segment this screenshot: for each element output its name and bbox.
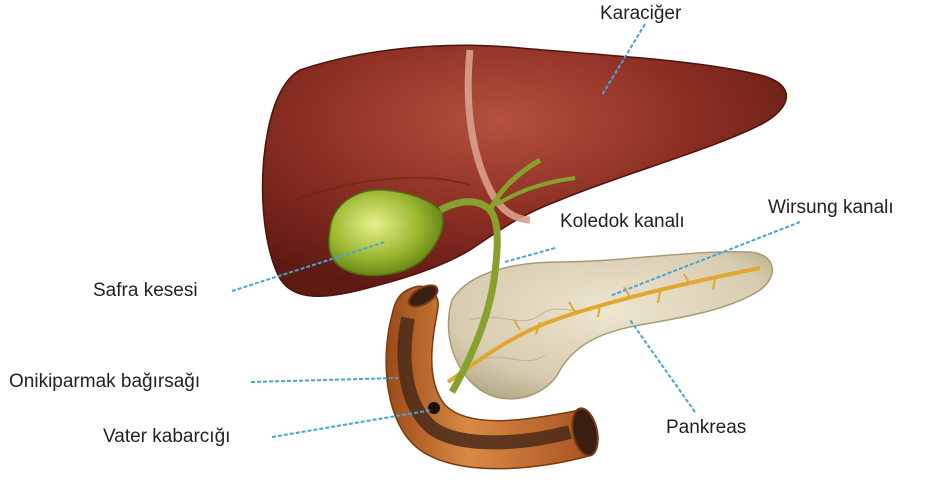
label-pancreas: Pankreas: [666, 418, 746, 437]
label-liver: Karaciğer: [600, 4, 681, 23]
label-gallbladder: Safra kesesi: [93, 281, 198, 300]
label-duodenum: Onikiparmak bağırsağı: [9, 372, 200, 391]
label-bile-duct: Koledok kanalı: [560, 212, 685, 231]
label-ampulla: Vater kabarcığı: [103, 427, 230, 446]
leader-line-duodenum: [251, 378, 398, 382]
leader-line-bile-duct: [505, 248, 555, 262]
label-pancreatic-duct: Wirsung kanalı: [768, 198, 894, 217]
leader-line-pancreas: [630, 320, 695, 412]
